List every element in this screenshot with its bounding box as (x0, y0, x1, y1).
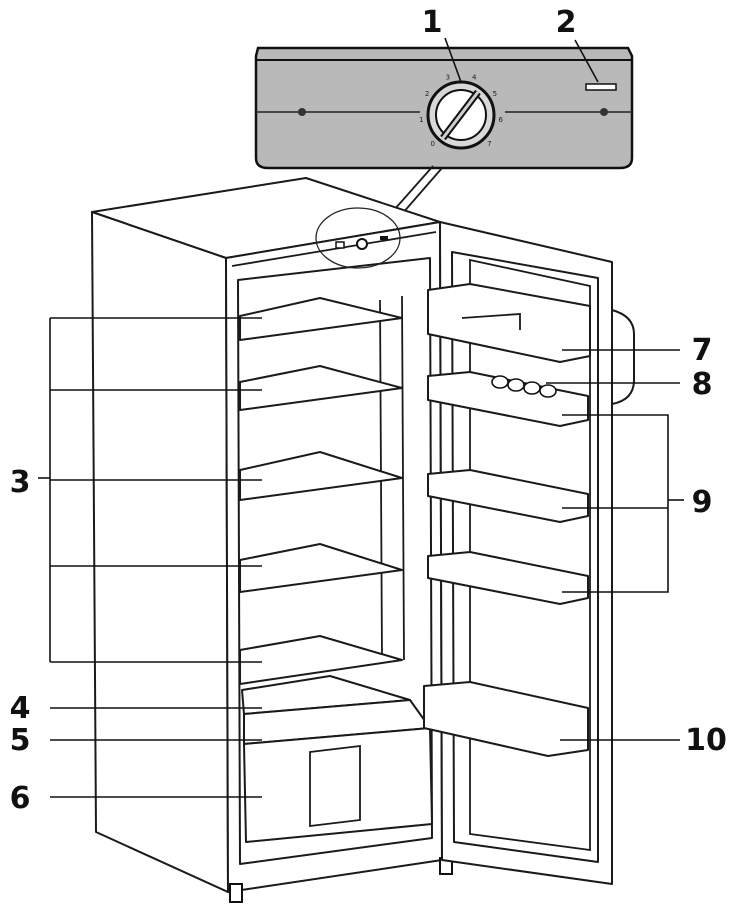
callout-4: 4 (10, 691, 31, 726)
panel-screw-right-icon (600, 108, 608, 116)
dial-mark: 1 (419, 116, 423, 124)
dial-mark: 4 (472, 74, 477, 82)
dial-mark: 7 (487, 140, 491, 148)
control-panel-detail: 0 1 2 3 4 5 6 7 (254, 46, 634, 215)
callout-9: 9 (692, 485, 713, 520)
glass-shelves (239, 297, 403, 685)
crisper-drawer (241, 675, 433, 843)
callout-5: 5 (10, 723, 31, 758)
fridge-door (423, 221, 635, 885)
callout-10: 10 (685, 723, 727, 758)
leader-lines (38, 37, 684, 798)
control-zoom-circle (315, 207, 401, 269)
thermostat-dial-icon: 0 1 2 3 4 5 6 7 (419, 74, 503, 150)
dial-mark: 0 (430, 140, 434, 148)
panel-screw-left-icon (298, 108, 306, 116)
dial-mark: 3 (446, 74, 450, 82)
dial-mark: 6 (498, 116, 503, 124)
callout-2: 2 (556, 5, 577, 40)
callout-labels: 1 2 3 4 5 6 7 8 9 10 (10, 5, 727, 816)
dial-mark: 5 (493, 90, 497, 98)
dial-mark: 2 (425, 90, 429, 98)
light-switch-icon (585, 83, 617, 91)
callout-7: 7 (692, 333, 713, 368)
callout-6: 6 (10, 781, 31, 816)
callout-1: 1 (422, 5, 443, 40)
callout-8: 8 (692, 367, 713, 402)
callout-3: 3 (10, 465, 31, 500)
